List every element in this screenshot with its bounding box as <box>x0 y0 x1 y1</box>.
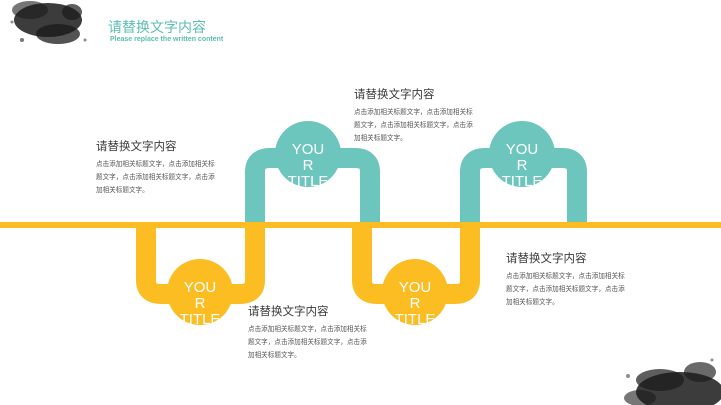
text-block-4-title: 请替换文字内容 <box>506 251 587 265</box>
circle-node-4: YOU R TITLE <box>382 259 448 328</box>
circle-1-line3: TITLE <box>288 173 329 190</box>
timeline-line <box>0 222 721 228</box>
circle-3-line3: TITLE <box>180 311 221 328</box>
text-block-3-title: 请替换文字内容 <box>248 304 329 318</box>
text-block-1: 请替换文字内容 点击添加相关标题文字，点击添加相关标 题文字，点击添加相关标题文… <box>96 138 215 198</box>
circle-1-line2: R <box>303 157 314 174</box>
text-block-3-body: 点击添加相关标题文字，点击添加相关标 题文字，点击添加相关标题文字，点击添 加相… <box>248 325 367 360</box>
text-block-1-title: 请替换文字内容 <box>96 139 177 153</box>
ink-splash-bottom-right <box>624 358 721 405</box>
circle-3-line2: R <box>195 295 206 312</box>
text-block-1-body: 点击添加相关标题文字，点击添加相关标 题文字，点击添加相关标题文字，点击添 加相… <box>96 160 215 195</box>
circle-4-line2: R <box>410 295 421 312</box>
circle-node-2: YOU R TITLE <box>489 121 555 190</box>
circle-1-line1: YOU <box>292 141 325 158</box>
circle-2-line3: TITLE <box>502 173 543 190</box>
circle-4-line1: YOU <box>399 279 432 296</box>
page-subtitle: Please replace the written content <box>110 36 224 43</box>
text-block-2-body: 点击添加相关标题文字，点击添加相关标 题文字，点击添加相关标题文字，点击添 加相… <box>354 108 473 143</box>
text-block-2-title: 请替换文字内容 <box>354 87 435 101</box>
circle-node-3: YOU R TITLE <box>167 259 233 328</box>
text-block-2: 请替换文字内容 点击添加相关标题文字，点击添加相关标 题文字，点击添加相关标题文… <box>354 86 473 146</box>
text-block-4: 请替换文字内容 点击添加相关标题文字，点击添加相关标 题文字，点击添加相关标题文… <box>506 250 625 310</box>
circle-4-line3: TITLE <box>395 311 436 328</box>
text-block-3: 请替换文字内容 点击添加相关标题文字，点击添加相关标 题文字，点击添加相关标题文… <box>248 303 367 363</box>
circle-2-line1: YOU <box>506 141 539 158</box>
circle-2-line2: R <box>517 157 528 174</box>
ink-splash-top-left <box>10 1 87 44</box>
circle-3-line1: YOU <box>184 279 217 296</box>
page-title: 请替换文字内容 <box>108 20 206 36</box>
circle-node-1: YOU R TITLE <box>275 121 341 190</box>
text-block-4-body: 点击添加相关标题文字，点击添加相关标 题文字，点击添加相关标题文字，点击添 加相… <box>506 272 625 307</box>
